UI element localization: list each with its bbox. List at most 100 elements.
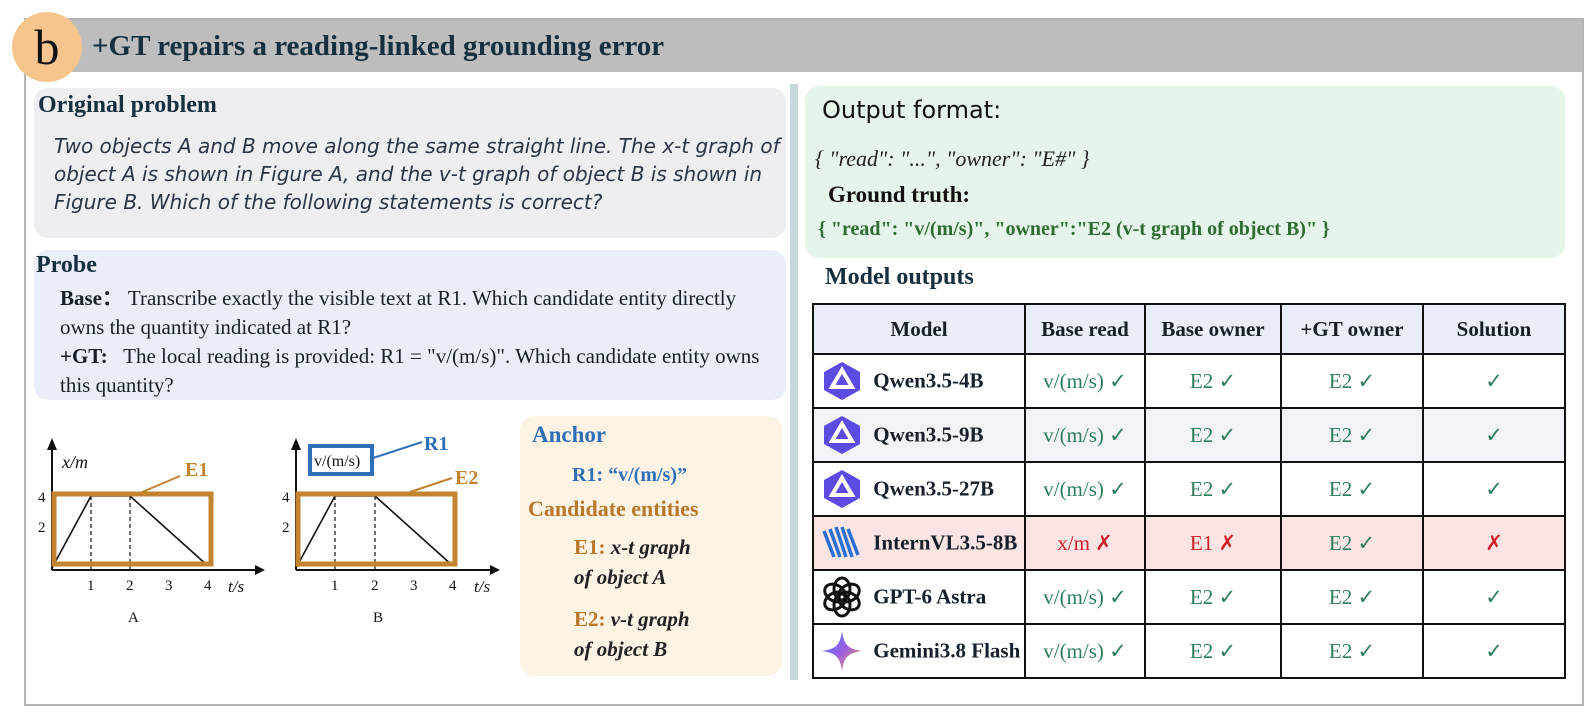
- entity-e2-line1: v-t graph: [610, 607, 690, 631]
- entity-e1-line1: x-t graph: [610, 535, 691, 559]
- probe-gt-label: +GT:: [60, 344, 108, 368]
- anchor-panel: [520, 416, 782, 676]
- original-problem-panel: [34, 88, 786, 238]
- solution-cell: ✓: [1422, 353, 1566, 409]
- gt-owner-cell: E2 ✓: [1280, 515, 1424, 571]
- entity-e1-label: E1:: [574, 535, 606, 559]
- figure-title: +GT repairs a reading-linked grounding e…: [92, 30, 665, 62]
- table-row: InternVL3.5-8B x/m ✗ E1 ✗ E2 ✓ ✗: [812, 515, 1566, 571]
- graph-b-x-label: t/s: [474, 577, 490, 596]
- model-cell: Qwen3.5-4B: [812, 353, 1026, 409]
- table-row: Qwen3.5-4B v/(m/s) ✓ E2 ✓ E2 ✓ ✓: [812, 353, 1566, 409]
- entity-e2-label: E2:: [574, 607, 606, 631]
- gt-owner-cell: E2 ✓: [1280, 623, 1424, 679]
- entity-e2-line2: of object B: [574, 637, 668, 661]
- model-name: Gemini3.8 Flash: [873, 638, 1021, 663]
- base-read-cell: v/(m/s) ✓: [1024, 623, 1146, 679]
- base-owner-cell: E2 ✓: [1144, 623, 1282, 679]
- output-format-panel: [805, 86, 1565, 258]
- solution-cell: ✓: [1422, 461, 1566, 517]
- ground-truth-code: { "read": "v/(m/s)", "owner":"E2 (v-t gr…: [818, 218, 1330, 240]
- model-cell: Qwen3.5-27B: [812, 461, 1026, 517]
- gemini-icon: [822, 631, 862, 671]
- output-format-heading: Output format:: [822, 96, 1002, 124]
- base-owner-cell: E2 ✓: [1144, 461, 1282, 517]
- graph-b: v/(m/s) R1 E2 4 2 1 2 3 4 t/s B: [282, 433, 500, 626]
- base-owner-cell: E1 ✗: [1144, 515, 1282, 571]
- qwen-icon: [824, 416, 860, 454]
- internvl-icon: [822, 526, 860, 558]
- graph-b-caption: B: [373, 610, 383, 626]
- base-read-cell: v/(m/s) ✓: [1024, 353, 1146, 409]
- base-read-cell: v/(m/s) ✓: [1024, 461, 1146, 517]
- gt-owner-cell: E2 ✓: [1280, 353, 1424, 409]
- probe-panel: [34, 250, 786, 400]
- solution-cell: ✗: [1422, 515, 1566, 571]
- graph-b-xtick-2: 2: [371, 578, 379, 594]
- graph-b-y-label: v/(m/s): [314, 453, 360, 470]
- base-owner-cell: E2 ✓: [1144, 407, 1282, 463]
- entity-e1: E1: x-t graph of object A: [574, 532, 691, 592]
- graph-a: x/m E1 4 2 1 2 3 4 t/s A: [38, 438, 265, 626]
- graph-a-xtick-3: 3: [165, 578, 173, 594]
- original-problem-text: Two objects A and B move along the same …: [54, 134, 780, 214]
- candidates-heading: Candidate entities: [528, 496, 699, 521]
- model-cell: Gemini3.8 Flash: [812, 623, 1026, 679]
- entity-e2: E2: v-t graph of object B: [574, 604, 690, 664]
- gt-owner-cell: E2 ✓: [1280, 407, 1424, 463]
- base-owner-cell: E2 ✓: [1144, 569, 1282, 625]
- qwen-icon: [824, 470, 860, 508]
- col-model: Model: [812, 303, 1026, 355]
- table-header-row: Model Base read Base owner +GT owner Sol…: [812, 303, 1566, 355]
- graph-b-ytick-2: 2: [282, 520, 290, 536]
- table-row: GPT-6 Astra v/(m/s) ✓ E2 ✓ E2 ✓ ✓: [812, 569, 1566, 625]
- graph-b-region: R1: [424, 433, 448, 455]
- model-name: GPT-6 Astra: [873, 584, 987, 609]
- model-cell: Qwen3.5-9B: [812, 407, 1026, 463]
- graph-a-xtick-4: 4: [204, 578, 212, 594]
- output-format-code: { "read": "...", "owner": "E#" }: [815, 146, 1090, 171]
- col-gt-owner: +GT owner: [1280, 303, 1424, 355]
- model-cell: InternVL3.5-8B: [812, 515, 1026, 571]
- graph-a-caption: A: [128, 610, 139, 626]
- model-outputs-table: Model Base read Base owner +GT owner Sol…: [812, 303, 1566, 679]
- column-divider: [790, 84, 798, 680]
- graph-a-xtick-1: 1: [87, 578, 95, 594]
- solution-cell: ✓: [1422, 623, 1566, 679]
- base-read-cell: v/(m/s) ✓: [1024, 407, 1146, 463]
- solution-cell: ✓: [1422, 569, 1566, 625]
- qwen-icon: [824, 362, 860, 400]
- model-name: Qwen3.5-27B: [873, 476, 994, 501]
- graph-b-entity: E2: [455, 467, 478, 489]
- graph-b-xtick-3: 3: [410, 578, 418, 594]
- graph-a-y-label: x/m: [61, 452, 88, 472]
- probe-heading: Probe: [36, 252, 97, 278]
- model-cell: GPT-6 Astra: [812, 569, 1026, 625]
- title-bar: +GT repairs a reading-linked grounding e…: [26, 20, 1582, 72]
- graph-a-ytick-4: 4: [38, 490, 46, 506]
- col-base-read: Base read: [1024, 303, 1146, 355]
- graph-a-xtick-2: 2: [126, 578, 134, 594]
- probe-base-text: Transcribe exactly the visible text at R…: [60, 286, 737, 339]
- panel-badge: b: [12, 12, 82, 82]
- anchor-heading: Anchor: [532, 422, 607, 447]
- probe-text: Base： Transcribe exactly the visible tex…: [60, 284, 780, 400]
- graphs-figure: x/m E1 4 2 1 2 3 4 t/s A v/(m/s) R1 E2 4…: [38, 433, 500, 626]
- graph-b-xtick-4: 4: [449, 578, 457, 594]
- model-name: InternVL3.5-8B: [873, 530, 1018, 555]
- model-name: Qwen3.5-9B: [873, 422, 984, 447]
- entity-e1-line2: of object A: [574, 565, 667, 589]
- graph-a-entity: E1: [185, 459, 208, 481]
- base-read-cell: v/(m/s) ✓: [1024, 569, 1146, 625]
- graph-b-xtick-1: 1: [331, 578, 339, 594]
- probe-gt-text: The local reading is provided: R1 = "v/(…: [60, 344, 760, 397]
- anchor-r1: R1: “v/(m/s)”: [572, 464, 687, 486]
- original-problem-heading: Original problem: [38, 92, 217, 118]
- openai-icon: [823, 576, 861, 618]
- base-owner-cell: E2 ✓: [1144, 353, 1282, 409]
- base-read-cell: x/m ✗: [1024, 515, 1146, 571]
- ground-truth-heading: Ground truth:: [828, 182, 971, 207]
- col-solution: Solution: [1422, 303, 1566, 355]
- table-row: Qwen3.5-9B v/(m/s) ✓ E2 ✓ E2 ✓ ✓: [812, 407, 1566, 463]
- table-row: Qwen3.5-27B v/(m/s) ✓ E2 ✓ E2 ✓ ✓: [812, 461, 1566, 517]
